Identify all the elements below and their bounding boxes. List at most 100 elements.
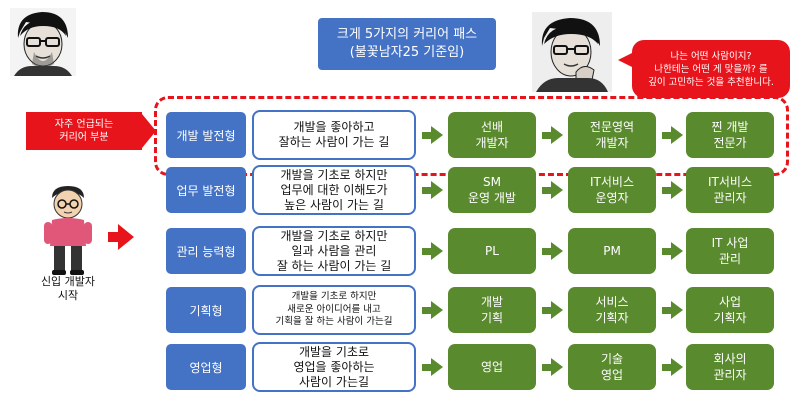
description-line: 영업을 좋아하는 (293, 359, 375, 374)
step-line: IT 사업 (711, 236, 749, 250)
note-pointer-icon (142, 114, 156, 148)
flow-arrow-icon (551, 358, 563, 376)
junior-developer-figure-icon (44, 186, 92, 275)
step-line: 기획자 (713, 311, 747, 325)
flow-arrow-shaft (662, 248, 672, 255)
step-line: 회사의 (713, 352, 747, 366)
step-line: 전문가 (713, 136, 747, 150)
bubble-line-2: 나한테는 어떤 게 맞을까? 를 (654, 63, 768, 75)
title-box: 크게 5가지의 커리어 패스 (불꽃남자25 기준임) (318, 18, 496, 70)
flow-arrow-shaft (422, 307, 432, 314)
description-line: 새로운 아이디어를 내고 (287, 303, 381, 315)
flow-arrow-shaft (542, 307, 552, 314)
flow-arrow-icon (431, 181, 443, 199)
flow-arrow-icon (671, 126, 683, 144)
step-line: 관리 (718, 252, 742, 266)
step-line: 기술 (600, 352, 624, 366)
flow-arrow-shaft (542, 187, 552, 194)
description-line: 개발을 좋아하고 (293, 120, 375, 134)
start-label: 신입 개발자 시작 (28, 275, 108, 303)
flow-arrow-icon (551, 126, 563, 144)
flow-arrow-icon (431, 358, 443, 376)
career-type-label: 개발 발전형 (166, 112, 246, 158)
flow-arrow-shaft (662, 132, 672, 139)
flow-arrow-icon (671, 181, 683, 199)
description-line: 높은 사람이 가는 길 (284, 197, 384, 212)
frequent-career-note: 자주 언급되는 커리어 부분 (26, 112, 142, 150)
sketch-portrait-left (10, 8, 76, 76)
flow-arrow-shaft (422, 187, 432, 194)
title-line-2: (불꽃남자25 기준임) (349, 45, 465, 60)
step-line: 관리자 (713, 368, 747, 382)
step-line: PL (485, 244, 499, 258)
note-line-1: 자주 언급되는 (54, 119, 114, 130)
step-line: 영업 (600, 368, 624, 382)
flow-arrow-icon (551, 242, 563, 260)
step-line: IT서비스 (590, 175, 634, 189)
step-line: SM (483, 175, 501, 189)
description-line: 개발을 기초로 하지만 (291, 291, 377, 303)
career-type-label: 관리 능력형 (166, 228, 246, 274)
step-line: 선배 (480, 120, 504, 134)
bubble-line-3: 깊이 고민하는 것을 추천합니다. (648, 76, 774, 88)
flow-arrow-shaft (542, 132, 552, 139)
start-arrow-icon (118, 224, 134, 250)
career-step-box: PL (448, 228, 536, 274)
description-line: 개발을 기초로 (298, 344, 370, 359)
career-step-box: SM 운영 개발 (448, 167, 536, 213)
career-step-box: 영업 (448, 344, 536, 390)
step-line: 찐 개발 (711, 120, 749, 134)
step-line: 전문영역 (589, 120, 635, 134)
flow-arrow-shaft (422, 364, 432, 371)
description-line: 기획을 잘 하는 사람이 가는길 (275, 316, 393, 328)
flow-arrow-icon (431, 301, 443, 319)
flow-arrow-icon (671, 358, 683, 376)
flow-arrow-shaft (422, 248, 432, 255)
description-line: 일과 사람을 관리 (291, 243, 377, 258)
description-line: 업무에 대한 이해도가 (280, 182, 388, 197)
description-line: 잘 하는 사람이 가는 길 (276, 258, 392, 273)
career-step-box: PM (568, 228, 656, 274)
step-line: 개발자 (595, 136, 629, 150)
start-line-2: 시작 (57, 289, 79, 302)
start-arrow-shaft (108, 232, 120, 242)
flow-arrow-shaft (542, 364, 552, 371)
flow-arrow-icon (671, 242, 683, 260)
step-line: 운영자 (595, 191, 629, 205)
step-line: 개발 (480, 295, 504, 309)
bubble-line-1: 나는 어떤 사람이지? (670, 50, 752, 62)
career-type-label: 영업형 (166, 344, 246, 390)
step-line: 운영 개발 (468, 191, 516, 205)
flow-arrow-shaft (422, 132, 432, 139)
step-line: IT서비스 (708, 175, 752, 189)
flow-arrow-shaft (662, 187, 672, 194)
career-type-label: 업무 발전형 (166, 167, 246, 213)
step-line: 개발자 (475, 136, 509, 150)
step-line: 기획자 (595, 311, 629, 325)
career-type-label: 기획형 (166, 287, 246, 333)
flow-arrow-icon (431, 242, 443, 260)
description-line: 개발을 기초로 하지만 (280, 167, 388, 182)
step-line: 사업 (718, 295, 742, 309)
flow-arrow-icon (551, 181, 563, 199)
start-line-1: 신입 개발자 (40, 275, 96, 288)
flow-arrow-icon (671, 301, 683, 319)
step-line: 관리자 (713, 191, 747, 205)
sketch-portrait-right (532, 12, 612, 92)
description-line: 개발을 기초로 하지만 (280, 228, 388, 243)
step-line: 영업 (480, 360, 504, 374)
step-line: 서비스 (595, 295, 629, 309)
title-line-1: 크게 5가지의 커리어 패스 (336, 27, 478, 42)
note-line-2: 커리어 부분 (59, 132, 109, 143)
